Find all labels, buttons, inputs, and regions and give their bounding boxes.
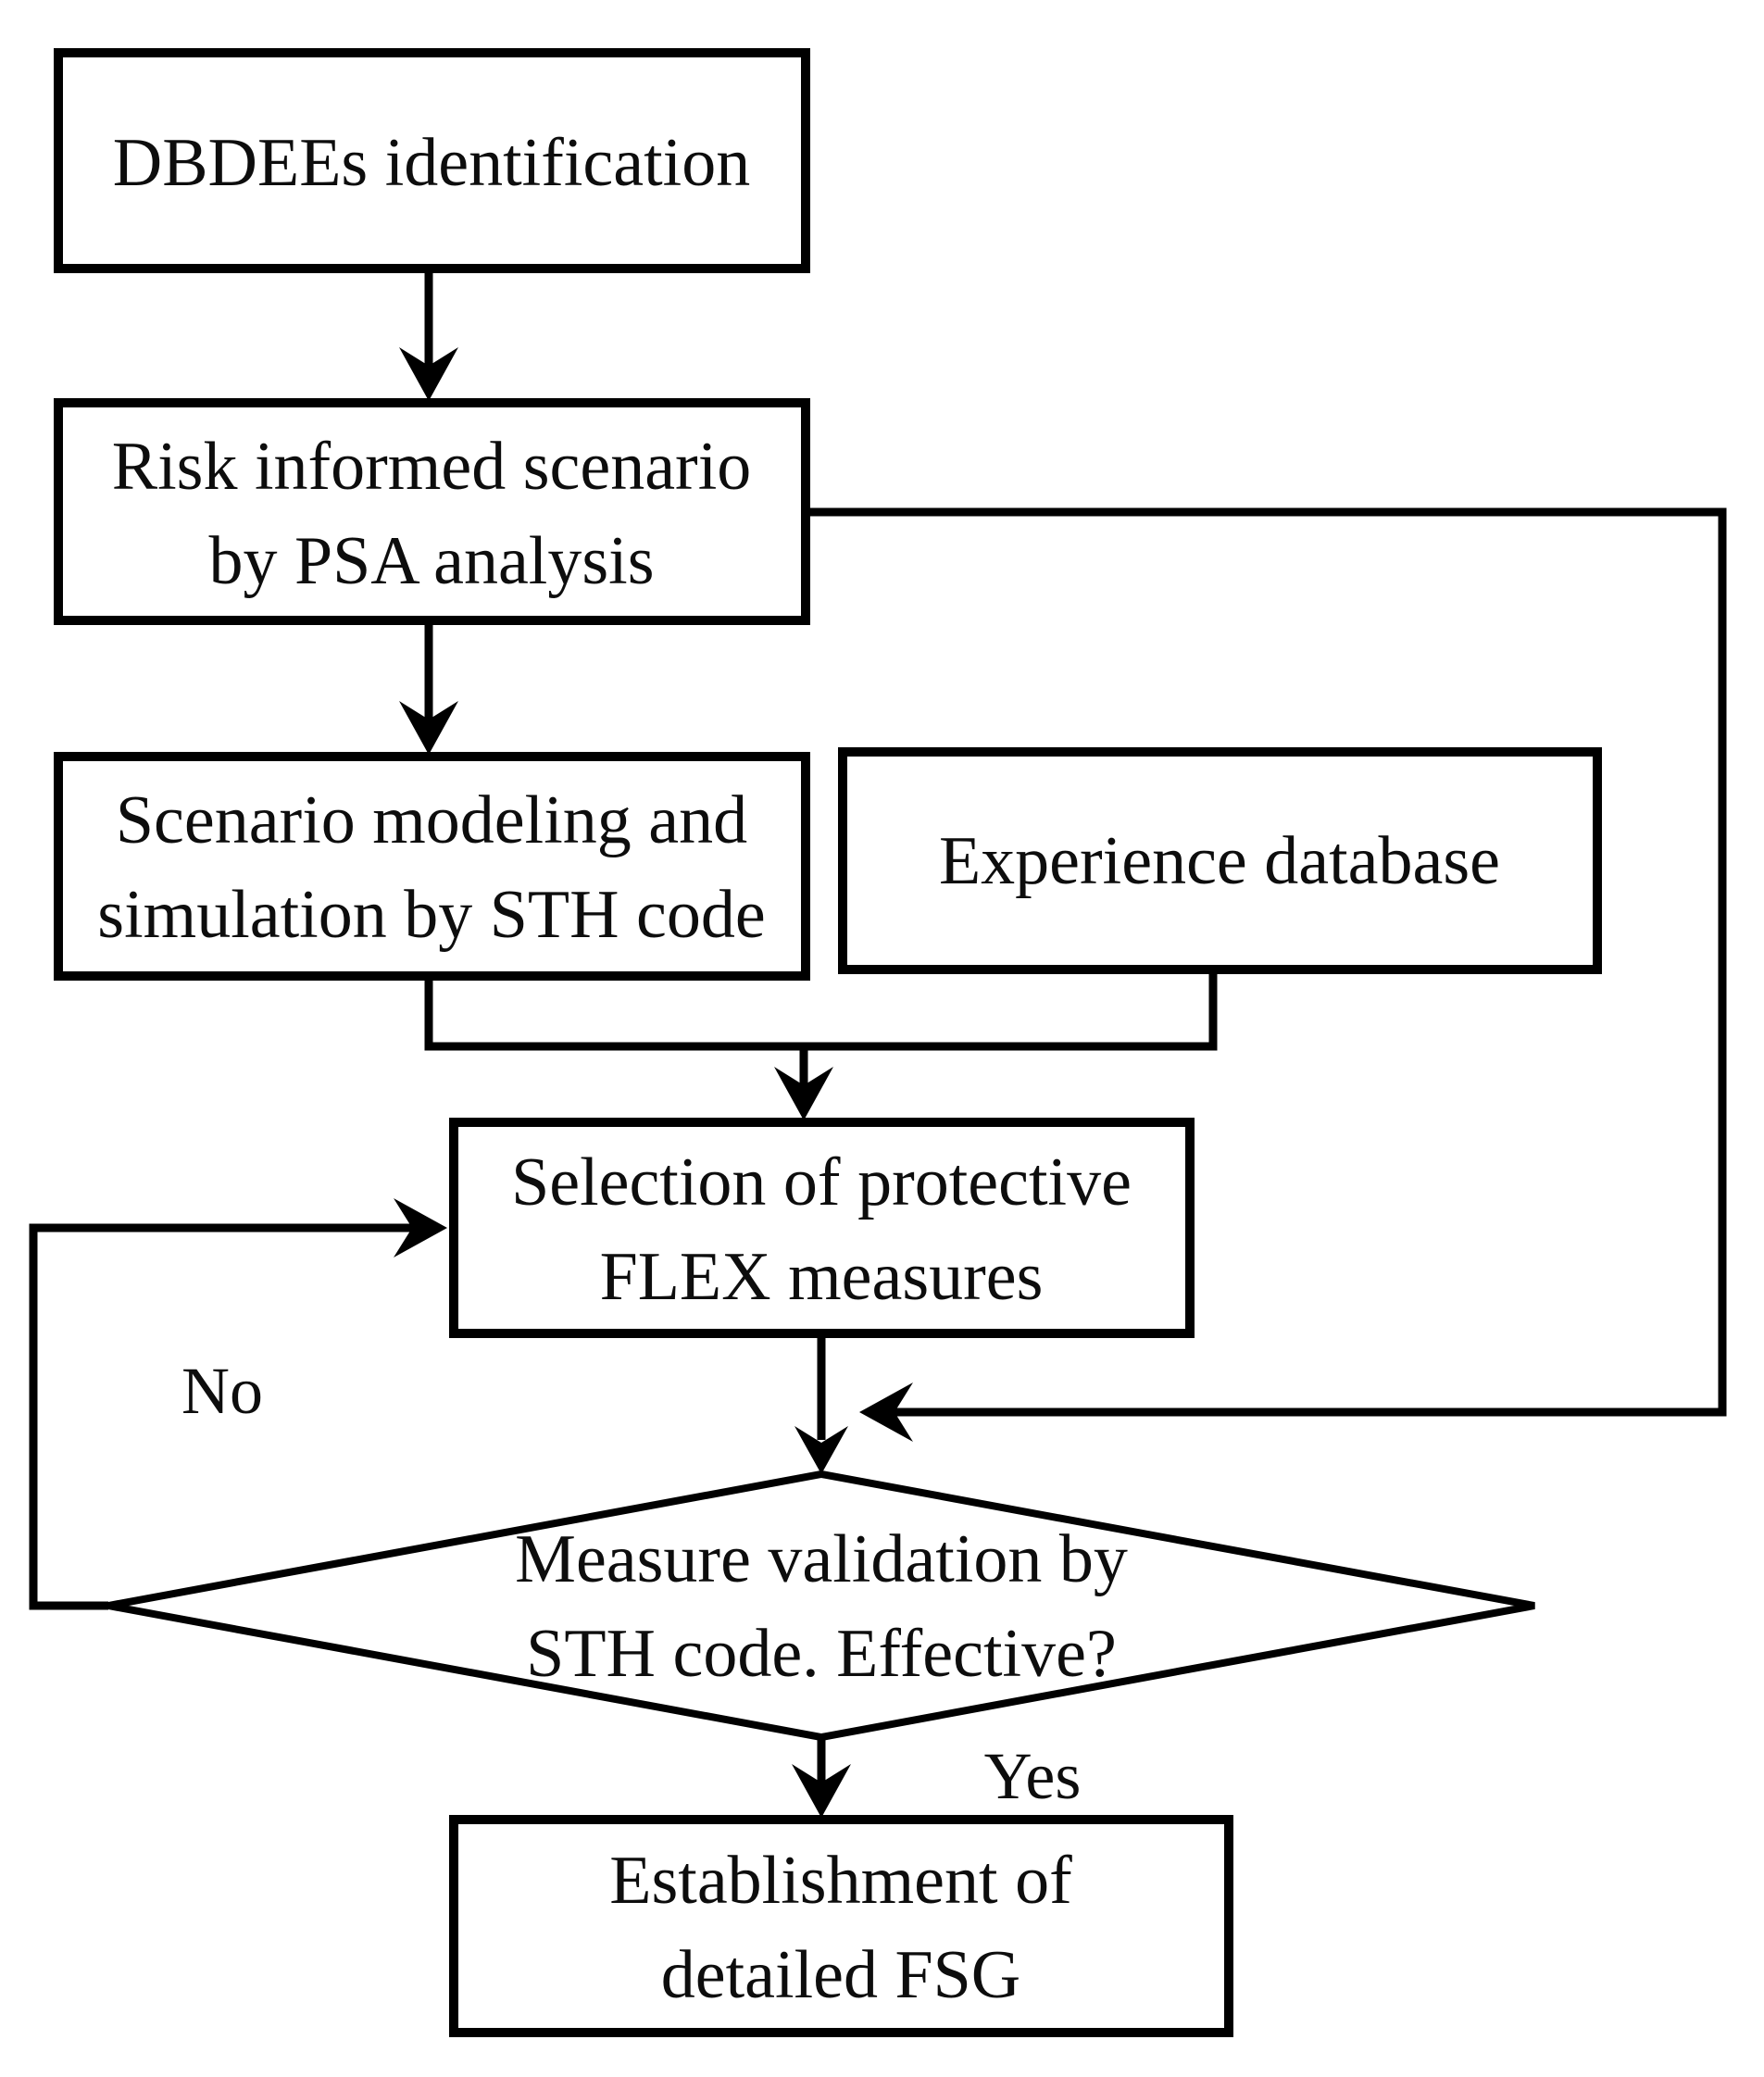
flex-selection-box: [449, 1118, 1195, 1338]
scenario-modeling-label-line1: Scenario modeling and: [116, 782, 747, 858]
measure-validation-label-line2: STH code. Effective?: [526, 1616, 1117, 1692]
risk-scenario-box: [54, 398, 810, 625]
arrowhead-risk-to-scenario-icon: [399, 701, 458, 755]
no-loop-connector: [29, 1223, 419, 1610]
fsg-establishment-box: [449, 1815, 1233, 2037]
arrowhead-merge-to-selection-icon: [774, 1067, 833, 1120]
risk-feedback-connector: [806, 507, 1727, 1417]
flex-selection-label-line1: Selection of protective: [511, 1145, 1132, 1220]
arrowhead-no-loop-icon: [394, 1198, 447, 1257]
fsg-establishment-label-line2: detailed FSG: [661, 1937, 1020, 2013]
dbdees-box: [54, 48, 810, 273]
no-edge-label: No: [181, 1354, 263, 1428]
scenario-modeling-label-line2: simulation by STH code: [97, 877, 765, 953]
risk-scenario-label-line2: by PSA analysis: [208, 523, 654, 599]
experience-database-box: [838, 747, 1602, 974]
risk-scenario-label-line1: Risk informed scenario: [112, 429, 752, 505]
scenario-modeling-box: [54, 752, 810, 981]
flex-selection-label-line2: FLEX measures: [600, 1239, 1044, 1315]
yes-edge-label: Yes: [984, 1739, 1082, 1813]
arrowhead-dbdees-to-risk-icon: [399, 347, 458, 401]
measure-validation-label-line1: Measure validation by: [515, 1521, 1128, 1597]
merge-connector: [424, 970, 1218, 1051]
dbdees-label: DBDEEs identification: [113, 125, 750, 201]
measure-validation-diamond: [107, 1470, 1535, 1742]
arrowhead-risk-feedback-icon: [859, 1383, 913, 1442]
fsg-establishment-label-line1: Establishment of: [609, 1843, 1072, 1919]
arrowhead-selection-to-decision-icon: [794, 1426, 848, 1474]
arrowhead-decision-to-fsg-icon: [792, 1764, 851, 1818]
experience-database-label: Experience database: [939, 823, 1500, 899]
